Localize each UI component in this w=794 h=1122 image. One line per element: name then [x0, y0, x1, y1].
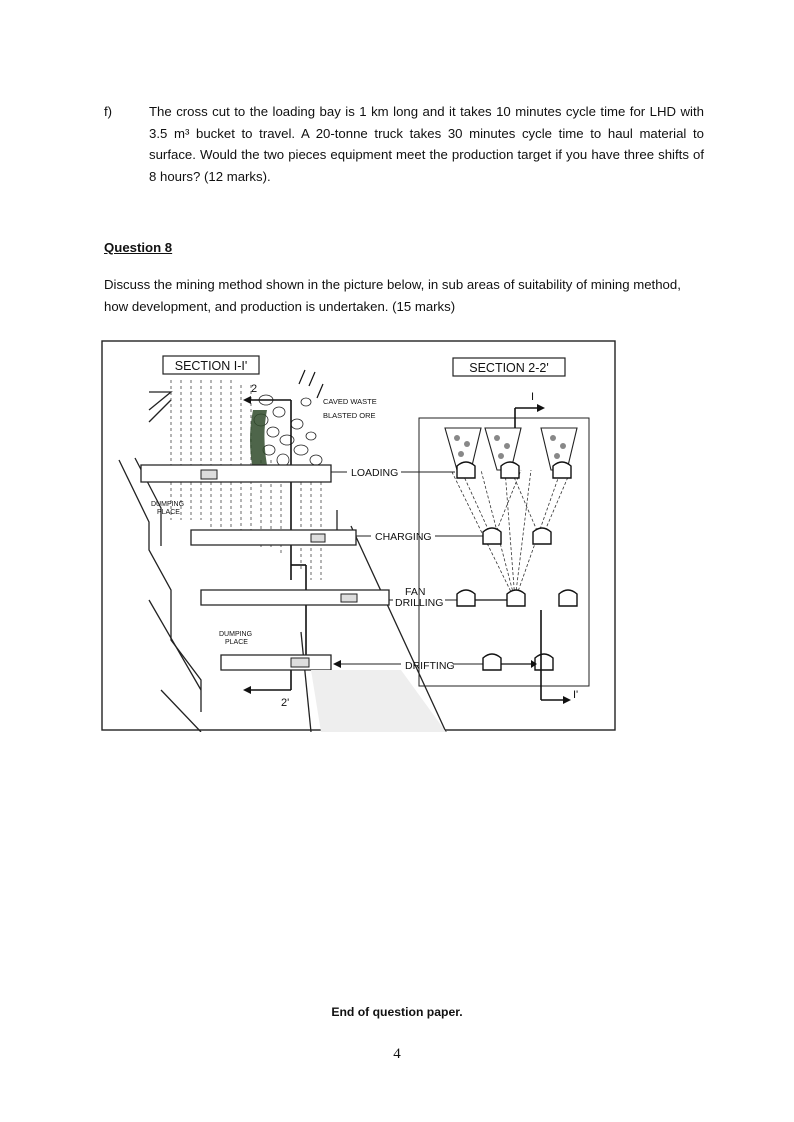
question-f: f) The cross cut to the loading bay is 1…	[104, 101, 704, 187]
caved-dark-zone	[250, 410, 269, 475]
blasted-ore-label: BLASTED ORE	[323, 411, 376, 420]
question-8-text: Discuss the mining method shown in the p…	[104, 277, 681, 314]
cave-arrows	[298, 369, 324, 399]
drift-cross-sections	[456, 461, 578, 671]
leader-lines	[331, 471, 485, 665]
marker-1: I	[531, 391, 534, 403]
section-right-box	[452, 357, 566, 377]
dumping-place-lower-2: PLACE	[225, 639, 248, 646]
marker-2: 2	[251, 383, 257, 395]
arrow-section-2-top	[537, 404, 545, 412]
question-f-text: The cross cut to the loading bay is 1 km…	[149, 104, 704, 184]
charging-label: CHARGING	[375, 531, 432, 543]
section-right-label: SECTION 2-2'	[469, 361, 549, 375]
question-8-heading: Question 8	[104, 240, 173, 255]
end-of-paper: End of question paper.	[331, 1005, 463, 1019]
loading-label: LOADING	[351, 467, 398, 479]
equipment-icons	[200, 469, 358, 668]
section-left-box	[162, 355, 260, 375]
mining-method-figure: SECTION I-I' SECTION 2-2'	[101, 340, 617, 732]
marker-2-prime: 2'	[281, 697, 289, 709]
dumping-place-upper-2: PLACE	[157, 509, 180, 516]
marker-1-prime: I'	[573, 689, 578, 701]
ore-funnels	[444, 427, 578, 471]
funnel-fill	[454, 435, 566, 459]
question-f-label: f)	[104, 104, 113, 119]
section-left-label: SECTION I-I'	[175, 359, 248, 373]
drift-connectors	[475, 599, 535, 665]
drifting-label: DRIFTING	[405, 660, 455, 672]
dumping-place-lower-1: DUMPING	[219, 631, 252, 638]
arrow-section-2-bottom	[563, 696, 571, 704]
drifts-left	[140, 464, 390, 671]
section-2-frame	[418, 417, 590, 687]
fan-drill-holes	[450, 469, 572, 601]
arrow-bottom	[243, 686, 251, 694]
right-arrow-drift	[531, 660, 537, 668]
fan-label: FAN	[405, 586, 425, 598]
page-number: 4	[393, 1046, 401, 1062]
caved-waste-label: CAVED WASTE	[323, 397, 377, 406]
dumping-place-upper-1: DUMPING	[151, 501, 184, 508]
floor-stipple	[311, 670, 446, 732]
ore-body-outline	[118, 391, 447, 732]
section-line-2	[514, 407, 563, 701]
drift-arrow	[333, 660, 341, 668]
mining-diagram: SECTION I-I' SECTION 2-2'	[101, 340, 616, 732]
arrow-top	[243, 396, 251, 404]
